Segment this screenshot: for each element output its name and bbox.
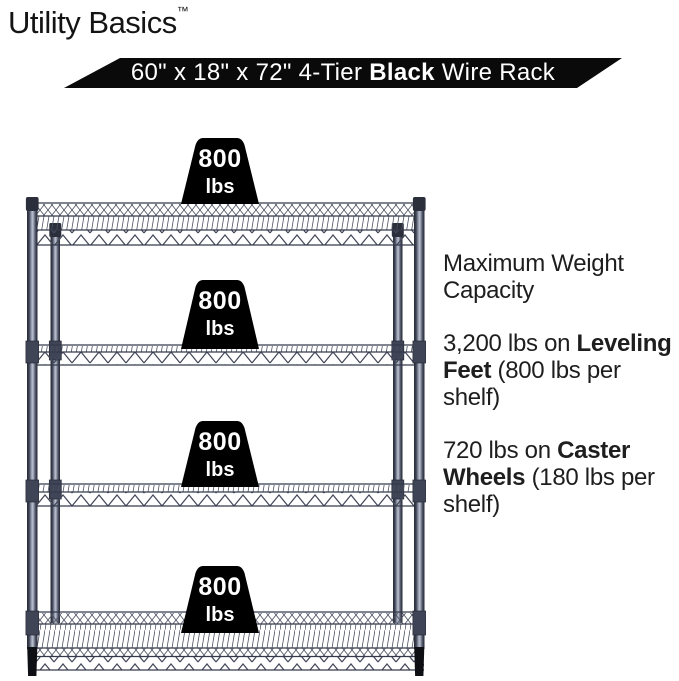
banner-text-bold: Black xyxy=(369,59,435,86)
brand-name: Utility Basics xyxy=(8,5,177,40)
trademark-symbol: ™ xyxy=(176,4,189,18)
weight-badge-tier-2: 800 lbs xyxy=(181,280,259,349)
weight-badge-value: 800 xyxy=(198,287,241,315)
spec-text: 3,200 lbs on xyxy=(443,330,577,357)
weight-badge-unit: lbs xyxy=(206,318,235,340)
weight-badge-value: 800 xyxy=(198,428,241,456)
spec-caster-wheels: 720 lbs on Caster Wheels (180 lbs per sh… xyxy=(443,437,679,518)
info-heading: Maximum Weight Capacity xyxy=(443,250,624,304)
rack-shelf-1 xyxy=(30,202,424,246)
rack-post-front-left xyxy=(25,197,39,676)
weight-badge-tier-4: 800 lbs xyxy=(181,566,259,633)
rack-post-front-right xyxy=(412,197,426,676)
wire-rack-illustration: 800 lbs 800 lbs 800 lbs 800 lbs xyxy=(25,138,426,676)
weight-badge-unit: lbs xyxy=(206,459,235,481)
title-banner: 60" x 18" x 72" 4-Tier Black Wire Rack xyxy=(64,58,622,88)
banner-text-suffix: Wire Rack xyxy=(434,59,556,86)
leveling-foot xyxy=(414,647,425,676)
spec-text: (180 lbs per shelf) xyxy=(443,464,655,518)
rack-shelf-3 xyxy=(30,483,424,507)
spec-text: (800 lbs per shelf) xyxy=(443,357,621,411)
spec-leveling-feet: 3,200 lbs on Leveling Feet (800 lbs per … xyxy=(443,330,679,411)
weight-badge-unit: lbs xyxy=(206,604,235,626)
weight-badge-unit: lbs xyxy=(206,176,235,198)
weight-capacity-info: Maximum Weight Capacity 3,200 lbs on Lev… xyxy=(443,250,679,544)
spec-text: 720 lbs on xyxy=(443,437,558,464)
weight-badge-tier-3: 800 lbs xyxy=(181,421,259,487)
brand-wordmark: Utility Basics™ xyxy=(8,4,189,41)
leveling-foot xyxy=(27,647,38,676)
spec-bold-term: Leveling Feet xyxy=(443,330,672,384)
rack-post-back-left xyxy=(48,223,62,623)
rack-post-back-right xyxy=(391,223,405,623)
weight-badge-value: 800 xyxy=(198,145,241,173)
weight-badge-tier-1: 800 lbs xyxy=(181,138,259,204)
banner-text-prefix: 60" x 18" x 72" 4-Tier xyxy=(130,59,370,86)
spec-bold-term: Caster Wheels xyxy=(443,437,631,491)
weight-badge-value: 800 xyxy=(198,573,241,601)
